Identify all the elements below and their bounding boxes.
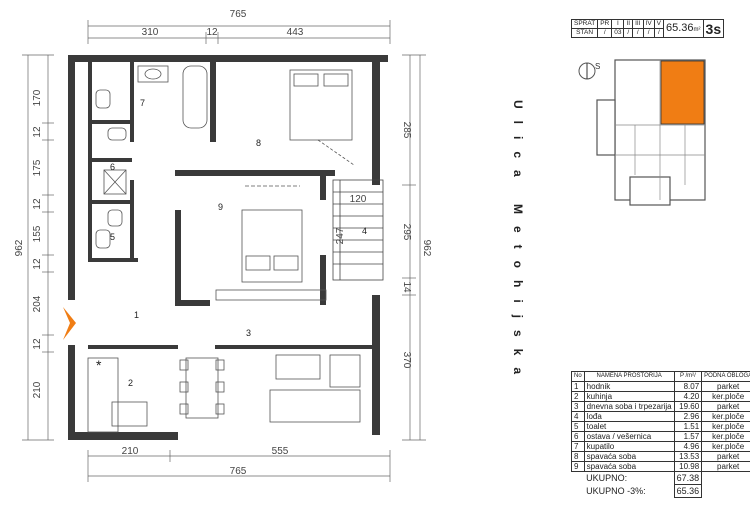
- bathroom-fixtures: [95, 65, 208, 249]
- dim-bottom-left: 210: [122, 446, 139, 457]
- dim-right-total: 962: [421, 240, 432, 257]
- total-value: 67.38: [673, 471, 703, 485]
- bed-room-9: [241, 185, 303, 283]
- walls: [68, 55, 388, 440]
- floor-v: V: [653, 19, 665, 29]
- room-number-6: 6: [110, 162, 115, 172]
- room-number-9: 9: [218, 202, 223, 212]
- unit-area: 65.36m²: [663, 19, 704, 38]
- room-number-2: 2: [128, 378, 133, 388]
- dim-left-total: 962: [14, 239, 25, 256]
- total3-value: 65.36: [673, 484, 703, 498]
- dim-left-9: 210: [32, 381, 43, 398]
- room-number-3: 3: [246, 328, 251, 338]
- bed-room-8: [289, 69, 355, 166]
- street-name: Ulica Metohijska: [511, 100, 525, 386]
- dim-left-8: 12: [32, 338, 43, 350]
- room-area-table: No NAMENA PROSTORIJA P /m²/ PODNA OBLOGA…: [571, 371, 750, 498]
- room-number-1: 1: [134, 310, 139, 320]
- dim-top-left: 310: [142, 27, 159, 38]
- floor-iv: IV: [642, 19, 655, 29]
- dim-stair-h: 247: [335, 227, 346, 244]
- room-number-4: 4: [362, 226, 367, 236]
- street-label: Ulica Metohijska: [511, 100, 525, 386]
- dim-left-4: 12: [32, 198, 43, 210]
- compass-label: S: [595, 62, 600, 71]
- bottom-dimensions: [87, 450, 391, 482]
- stan-label: STAN: [570, 28, 599, 38]
- dim-bottom-right: 555: [272, 446, 289, 457]
- entrance-arrow-icon: [63, 307, 76, 340]
- floor-ii: II: [623, 19, 634, 29]
- total3-label: UKUPNO -3%:: [586, 485, 646, 496]
- dim-right-4: 370: [401, 352, 412, 369]
- total-label: UKUPNO:: [586, 472, 628, 483]
- dim-left-1: 170: [32, 89, 43, 106]
- floor-i: I: [611, 19, 625, 29]
- dim-left-6: 12: [32, 258, 43, 270]
- dim-top-total: 765: [230, 9, 247, 20]
- dim-left-3: 175: [32, 159, 43, 176]
- left-dimensions: [22, 54, 54, 441]
- dim-right-3: 14: [401, 281, 412, 293]
- dim-right-1: 285: [401, 122, 412, 139]
- room-number-7: 7: [140, 98, 145, 108]
- dim-left-5: 155: [32, 225, 43, 242]
- unit-code: 3s: [702, 19, 725, 38]
- dim-left-2: 12: [32, 126, 43, 138]
- dim-bottom-total: 765: [230, 466, 247, 477]
- right-dim-labels: 285 295 14 370 962: [401, 122, 432, 369]
- key-plan: S: [578, 59, 706, 206]
- kitchen-living-furniture: [87, 289, 361, 433]
- compass-icon: S: [578, 62, 600, 80]
- unit-info-table: SPRAT PR I II III IV V 65.36m² 3s STAN /…: [570, 19, 725, 38]
- right-dimensions: [402, 54, 426, 441]
- room-number-8: 8: [256, 138, 261, 148]
- table-header: No NAMENA PROSTORIJA P /m²/ PODNA OBLOGA: [571, 371, 750, 382]
- dim-left-7: 204: [32, 295, 43, 312]
- top-dimensions: [87, 20, 391, 44]
- floor-plan: 765 310 12 443 210 555 765 962 170 12 17…: [14, 9, 432, 482]
- stair-loggia: [332, 179, 384, 281]
- floor-pr: PR: [597, 19, 613, 29]
- dim-stair-w: 120: [350, 194, 367, 205]
- total-minus3-row: UKUPNO -3%: 65.36: [572, 484, 750, 498]
- room-number-5: 5: [110, 232, 115, 242]
- highlighted-unit: [660, 60, 705, 125]
- dim-right-2: 295: [401, 224, 412, 241]
- left-dim-labels: 962 170 12 175 12 155 12 204 12 210: [14, 89, 43, 398]
- sprat-label: SPRAT: [570, 19, 599, 29]
- floor-iii: III: [632, 19, 644, 29]
- dim-top-mid: 12: [206, 27, 218, 38]
- building-interior: [615, 60, 705, 200]
- entrance-star: *: [96, 357, 102, 373]
- total-row: UKUPNO: 67.38: [572, 471, 750, 485]
- dim-top-right: 443: [287, 27, 304, 38]
- room-labels: 1 2 3 4 5 6 7 8 9 *: [96, 98, 367, 388]
